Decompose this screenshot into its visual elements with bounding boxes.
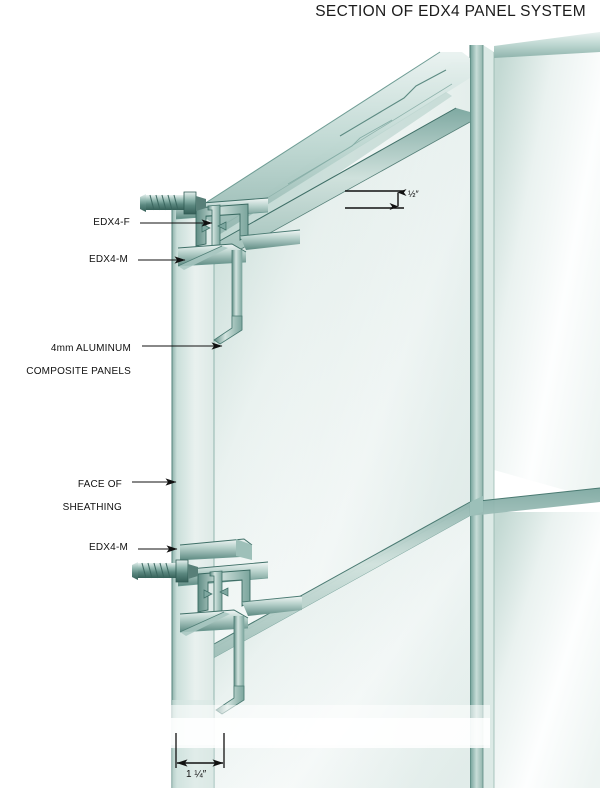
callout-label-face-of-sheathing: FACE OF SHEATHING [22,473,122,519]
callout-label-edx4-f-upper: EDX4-F [40,217,130,228]
extrusion-assembly-upper [140,191,301,345]
panel-field-right [469,45,600,788]
callout-leaders [132,219,223,553]
panel-top-right [494,32,600,58]
callout-line: 4mm ALUMINUM [50,343,131,354]
callout-line: EDX4-F [93,217,130,228]
sheathing-substrate [171,196,215,788]
callout-line: EDX4-M [89,542,128,553]
fastener-screw-lower [132,559,198,583]
panel-face-main [213,119,471,649]
callout-line: SHEATHING [62,502,122,513]
extrusion-assembly-lower [132,538,303,715]
callout-line: FACE OF [77,479,122,490]
dimension-reveal-half-inch [345,189,407,210]
dimension-label-panel-depth: 1 ¼″ [186,769,207,780]
callout-label-edx4-m-upper: EDX4-M [38,254,128,265]
fastener-screw-upper [140,191,206,215]
callout-label-acm-panels: 4mm ALUMINUM COMPOSITE PANELS [4,337,131,383]
dimension-panel-depth [175,733,225,768]
callout-line: COMPOSITE PANELS [26,366,131,377]
callout-label-edx4-m-lower: EDX4-M [38,542,128,553]
page-title: SECTION OF EDX4 PANEL SYSTEM [315,3,586,20]
dimension-label-reveal-half-inch: ½″ [408,189,419,199]
callout-line: EDX4-M [89,254,128,265]
